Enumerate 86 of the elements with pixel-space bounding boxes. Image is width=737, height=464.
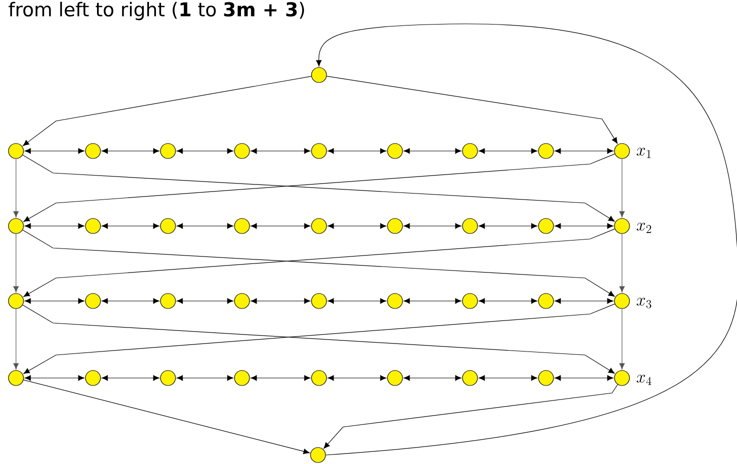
circle-node [8, 218, 24, 234]
circle-node [387, 143, 403, 159]
arrow [326, 76, 618, 144]
circle-node [85, 293, 101, 309]
arrow [316, 24, 737, 456]
node-label: $x_2$ [636, 222, 652, 234]
arrow [176, 148, 234, 154]
arrow [404, 298, 462, 304]
arrow [478, 223, 538, 229]
arrow [23, 380, 310, 454]
circle-node [462, 370, 478, 386]
circle-node [311, 67, 327, 83]
arrow [176, 375, 234, 381]
circle-node [462, 218, 478, 234]
circle-node [614, 143, 630, 159]
circle-node [311, 143, 327, 159]
circle-node [85, 143, 101, 159]
circle-node [8, 370, 24, 386]
circle-node [614, 370, 630, 386]
arrow [13, 158, 19, 218]
circle-node [234, 143, 250, 159]
circle-node [462, 293, 478, 309]
arrow [250, 298, 310, 304]
circle-node [85, 370, 101, 386]
circle-node [85, 218, 101, 234]
arrow [478, 148, 538, 154]
circle-node [387, 370, 403, 386]
arrow [22, 76, 312, 146]
circle-node [310, 447, 326, 463]
circle-node [538, 370, 554, 386]
circle-node [387, 293, 403, 309]
arrow [102, 298, 160, 304]
circle-node [160, 293, 176, 309]
node-label: $x_4$ [636, 374, 652, 386]
circle-node [462, 143, 478, 159]
arrow [176, 223, 234, 229]
circle-node [538, 143, 554, 159]
arrow [328, 223, 386, 229]
circle-node [614, 218, 630, 234]
circle-node [160, 218, 176, 234]
arrow [13, 308, 19, 370]
arrow [328, 375, 386, 381]
arrow [478, 375, 538, 381]
arrow [619, 308, 625, 370]
arrow [324, 384, 618, 449]
circle-node [234, 218, 250, 234]
arrow [554, 375, 614, 381]
node-label: $x_3$ [636, 298, 652, 308]
arrow [404, 223, 462, 229]
circle-node [614, 293, 630, 309]
arrow [250, 375, 310, 381]
arrow [404, 375, 462, 381]
circle-node [311, 218, 327, 234]
arrow [328, 148, 386, 154]
arrow [24, 375, 84, 381]
circle-node [160, 143, 176, 159]
arrow [619, 158, 625, 218]
arrow [554, 148, 614, 154]
arrow [102, 148, 160, 154]
arrow [328, 298, 386, 304]
arrow [102, 223, 160, 229]
circle-node [8, 143, 24, 159]
circle-node [538, 218, 554, 234]
circle-node [234, 293, 250, 309]
circle-node [160, 370, 176, 386]
circle-node [538, 293, 554, 309]
arrow [13, 234, 19, 292]
arrow [250, 223, 310, 229]
arrow [478, 298, 538, 304]
arrow [404, 148, 462, 154]
arrow [24, 223, 84, 229]
arrow [24, 298, 84, 304]
circle-node [311, 370, 327, 386]
circle-node [311, 293, 327, 309]
circle-node [387, 218, 403, 234]
arrow [24, 148, 84, 154]
node-label: $x_1$ [636, 148, 651, 158]
title: from left to right (1 to 3m + 3) [8, 2, 304, 20]
arrow [554, 298, 614, 304]
arrow [250, 148, 310, 154]
circle-node [8, 293, 24, 309]
arrow [102, 375, 160, 381]
circle-node [234, 370, 250, 386]
arrow [176, 298, 234, 304]
arrow [619, 234, 625, 292]
arrow [554, 223, 614, 229]
